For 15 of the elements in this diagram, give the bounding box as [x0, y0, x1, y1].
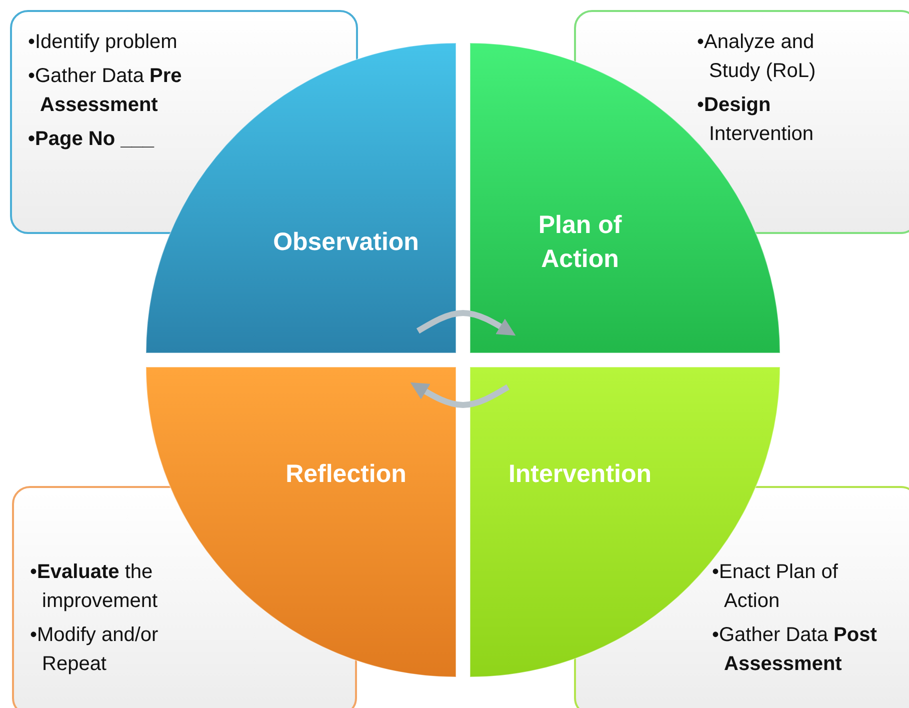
bullet-text: •Page No ___ — [28, 127, 156, 152]
bullet-text: •Identify problem — [28, 30, 178, 55]
bullet-text: •Gather Data Post Assessment — [712, 623, 878, 677]
bullet-text: •Evaluate the improvement — [30, 560, 159, 614]
bullet-text: •Analyze and Study (RoL) — [697, 30, 817, 84]
quadrant-label: Intervention — [507, 459, 653, 490]
bullet-text: •Modify and/or Repeat — [30, 623, 160, 677]
curved-arrow — [410, 382, 510, 408]
curved-arrow — [416, 310, 516, 336]
quadrant-label: Observation — [272, 227, 420, 258]
bullet-text: •Enact Plan of Action — [712, 560, 839, 614]
quadrant-label: Plan of Action — [537, 210, 623, 275]
quadrant-label: Reflection — [284, 459, 408, 490]
bullet-text: •Design Intervention — [697, 93, 815, 147]
bullet-text: •Gather Data Pre Assessment — [28, 64, 183, 118]
